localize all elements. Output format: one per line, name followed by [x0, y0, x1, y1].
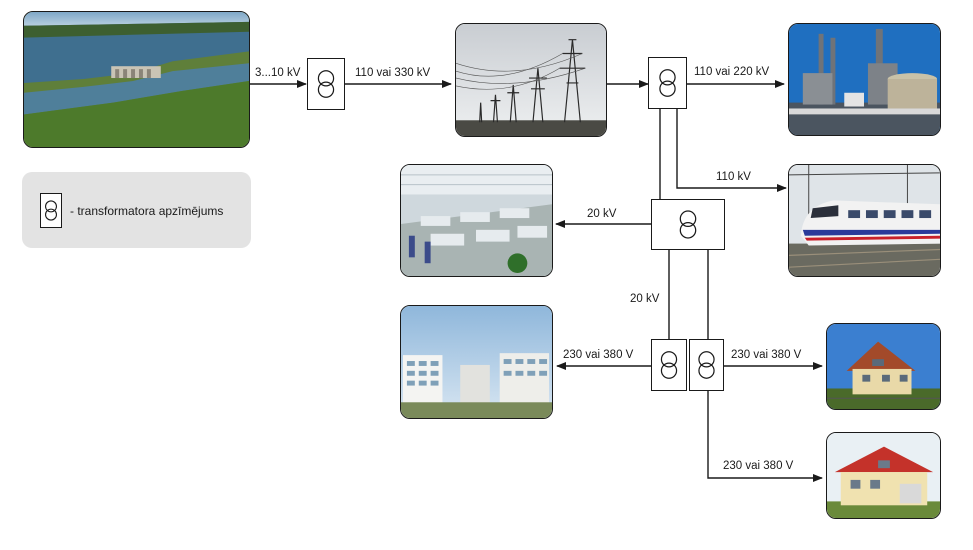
transformer-icon — [659, 69, 676, 97]
transformer-low-voltage-2 — [689, 339, 724, 391]
factory-floor-photo — [400, 164, 553, 277]
arrow-t5-to-house2 — [707, 391, 823, 482]
label-apartments-voltage: 230 vai 380 V — [563, 349, 634, 361]
legend-text: - transformatora apzīmējums — [70, 204, 224, 218]
legend-transformer-symbol — [40, 193, 62, 228]
transformer-icon — [679, 210, 697, 239]
industrial-plant-photo — [788, 23, 941, 136]
apartment-buildings-photo — [400, 305, 553, 419]
electric-train-photo — [788, 164, 941, 277]
label-industry-voltage: 110 vai 220 kV — [694, 66, 770, 78]
label-transmission-voltage: 110 vai 330 kV — [355, 67, 431, 79]
transmission-lines-photo — [455, 23, 607, 137]
label-factory-voltage: 20 kV — [587, 208, 617, 220]
house-photo-1 — [826, 323, 941, 410]
transformer-step-up — [307, 58, 345, 110]
label-distribution-voltage: 20 kV — [630, 293, 660, 305]
label-house1-voltage: 230 vai 380 V — [731, 349, 802, 361]
transformer-substation — [648, 57, 687, 109]
transformer-icon — [660, 351, 678, 379]
house-photo-2 — [826, 432, 941, 519]
transformer-icon — [45, 200, 57, 221]
transformer-distribution — [651, 199, 725, 250]
hydro-power-plant-photo — [23, 11, 250, 148]
transformer-low-voltage-1 — [651, 339, 687, 391]
arrow-t2-to-rail — [676, 109, 787, 192]
transformer-icon — [317, 70, 335, 98]
legend-box: - transformatora apzīmējums — [22, 172, 251, 248]
label-rail-voltage: 110 kV — [716, 171, 751, 183]
label-house2-voltage: 230 vai 380 V — [723, 460, 794, 472]
label-generator-voltage: 3...10 kV — [255, 67, 301, 79]
transformer-icon — [698, 351, 715, 379]
